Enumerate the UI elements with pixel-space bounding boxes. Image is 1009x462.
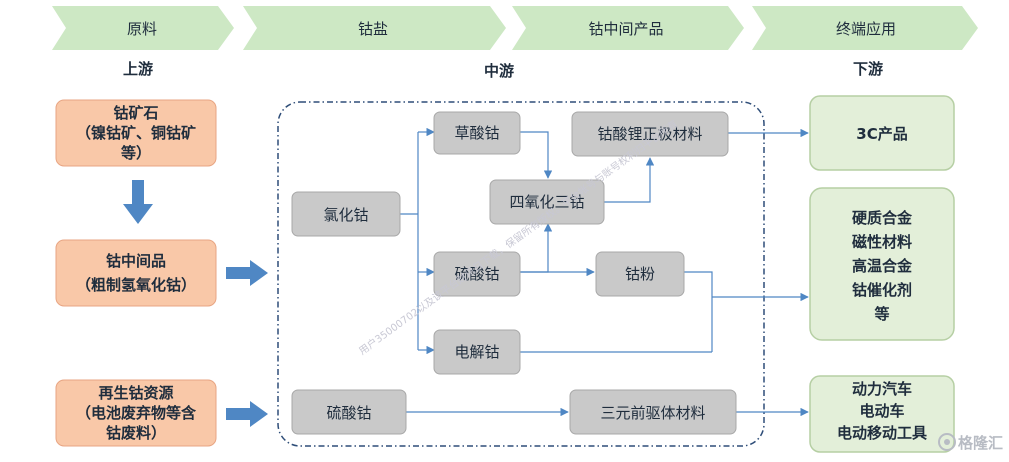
svg-text:氯化钴: 氯化钴 (323, 206, 368, 224)
app-box-3c-products: 3C产品 (809, 95, 955, 171)
box-cobalt-tetroxide: 四氧化三钴 (489, 179, 605, 225)
level-upstream: 上游 (123, 60, 153, 78)
svg-text:钴酸锂正极材料: 钴酸锂正极材料 (597, 125, 702, 143)
chevron-cobalt-salt: 钴盐 (243, 6, 506, 50)
svg-text:钴粉: 钴粉 (625, 265, 655, 283)
box-lco-cathode: 钴酸锂正极材料 (571, 111, 729, 157)
svg-text:等: 等 (874, 305, 889, 323)
box-cobalt-powder: 钴粉 (595, 251, 685, 297)
gelonghui-logo: 格隆汇 (938, 433, 1003, 452)
flow-connectors (400, 127, 809, 417)
salt-box-cobalt-sulfate: 硫酸钴 (291, 389, 407, 435)
svg-text:硫酸钴: 硫酸钴 (454, 265, 499, 283)
logo-icon (938, 433, 956, 451)
chevron-raw-material: 原料 (52, 6, 234, 50)
svg-text:等）: 等） (121, 144, 151, 162)
svg-text:三元前驱体材料: 三元前驱体材料 (600, 404, 705, 422)
chevron-end-application: 终端应用 (752, 6, 978, 50)
svg-text:（镍钴矿、铜钴矿: （镍钴矿、铜钴矿 (76, 124, 196, 142)
chevron-intermediate-product-label: 钴中间产品 (588, 20, 663, 38)
chevron-intermediate-product: 钴中间产品 (512, 6, 744, 50)
chevron-cobalt-salt-label: 钴盐 (358, 20, 388, 38)
watermark-text: 用户35000702以及该平台财讯日下载，保留所有版权。平台帐号与账号权利归平台… (356, 117, 680, 357)
svg-text:硫酸钴: 硫酸钴 (326, 404, 371, 422)
svg-text:再生钴资源: 再生钴资源 (98, 384, 173, 402)
chevron-end-application-label: 终端应用 (836, 20, 896, 38)
level-midstream: 中游 (484, 62, 514, 80)
app-box-power-tools: 动力汽车 电动车 电动移动工具 (809, 375, 955, 453)
right-block-arrow-recycled (226, 401, 268, 427)
app-box-materials: 硬质合金 磁性材料 高温合金 钴催化剂 等 (809, 187, 955, 341)
svg-text:硬质合金: 硬质合金 (852, 209, 913, 227)
box-cobalt-sulfate-mid: 硫酸钴 (433, 251, 521, 297)
svg-text:草酸钴: 草酸钴 (454, 124, 499, 142)
svg-text:动力汽车: 动力汽车 (852, 380, 912, 398)
raw-box-recycled-cobalt: 再生钴资源 （电池废弃物等含 钴废料） (55, 379, 217, 447)
svg-text:钴中间品: 钴中间品 (106, 252, 166, 270)
svg-text:磁性材料: 磁性材料 (852, 233, 912, 251)
salt-box-cobalt-chloride: 氯化钴 (291, 191, 401, 237)
svg-text:（电池废弃物等含: （电池废弃物等含 (76, 404, 197, 422)
svg-text:高温合金: 高温合金 (852, 257, 913, 275)
midstream-container (277, 101, 765, 447)
svg-text:钴废料）: 钴废料） (106, 424, 166, 442)
box-cobalt-oxalate: 草酸钴 (433, 111, 521, 155)
raw-box-cobalt-ore: 钴矿石 （镍钴矿、铜钴矿 等） (55, 99, 217, 167)
box-electrolytic-cobalt: 电解钴 (433, 329, 521, 375)
chevron-raw-material-label: 原料 (127, 20, 157, 38)
right-block-arrow-intermediate (226, 260, 268, 286)
level-downstream: 下游 (853, 60, 883, 78)
svg-text:3C产品: 3C产品 (856, 125, 907, 143)
svg-text:钴矿石: 钴矿石 (113, 104, 158, 122)
svg-text:电动移动工具: 电动移动工具 (837, 424, 927, 442)
box-ternary-precursor: 三元前驱体材料 (569, 389, 737, 435)
svg-text:电解钴: 电解钴 (454, 343, 499, 361)
raw-box-cobalt-intermediate: 钴中间品 （粗制氢氧化钴） (55, 239, 217, 307)
svg-text:电动车: 电动车 (859, 402, 904, 420)
svg-text:四氧化三钴: 四氧化三钴 (509, 193, 584, 211)
logo-text: 格隆汇 (958, 434, 1003, 452)
down-block-arrow (123, 180, 153, 224)
svg-text:（粗制氢氧化钴）: （粗制氢氧化钴） (76, 276, 196, 294)
svg-text:钴催化剂: 钴催化剂 (852, 281, 912, 299)
